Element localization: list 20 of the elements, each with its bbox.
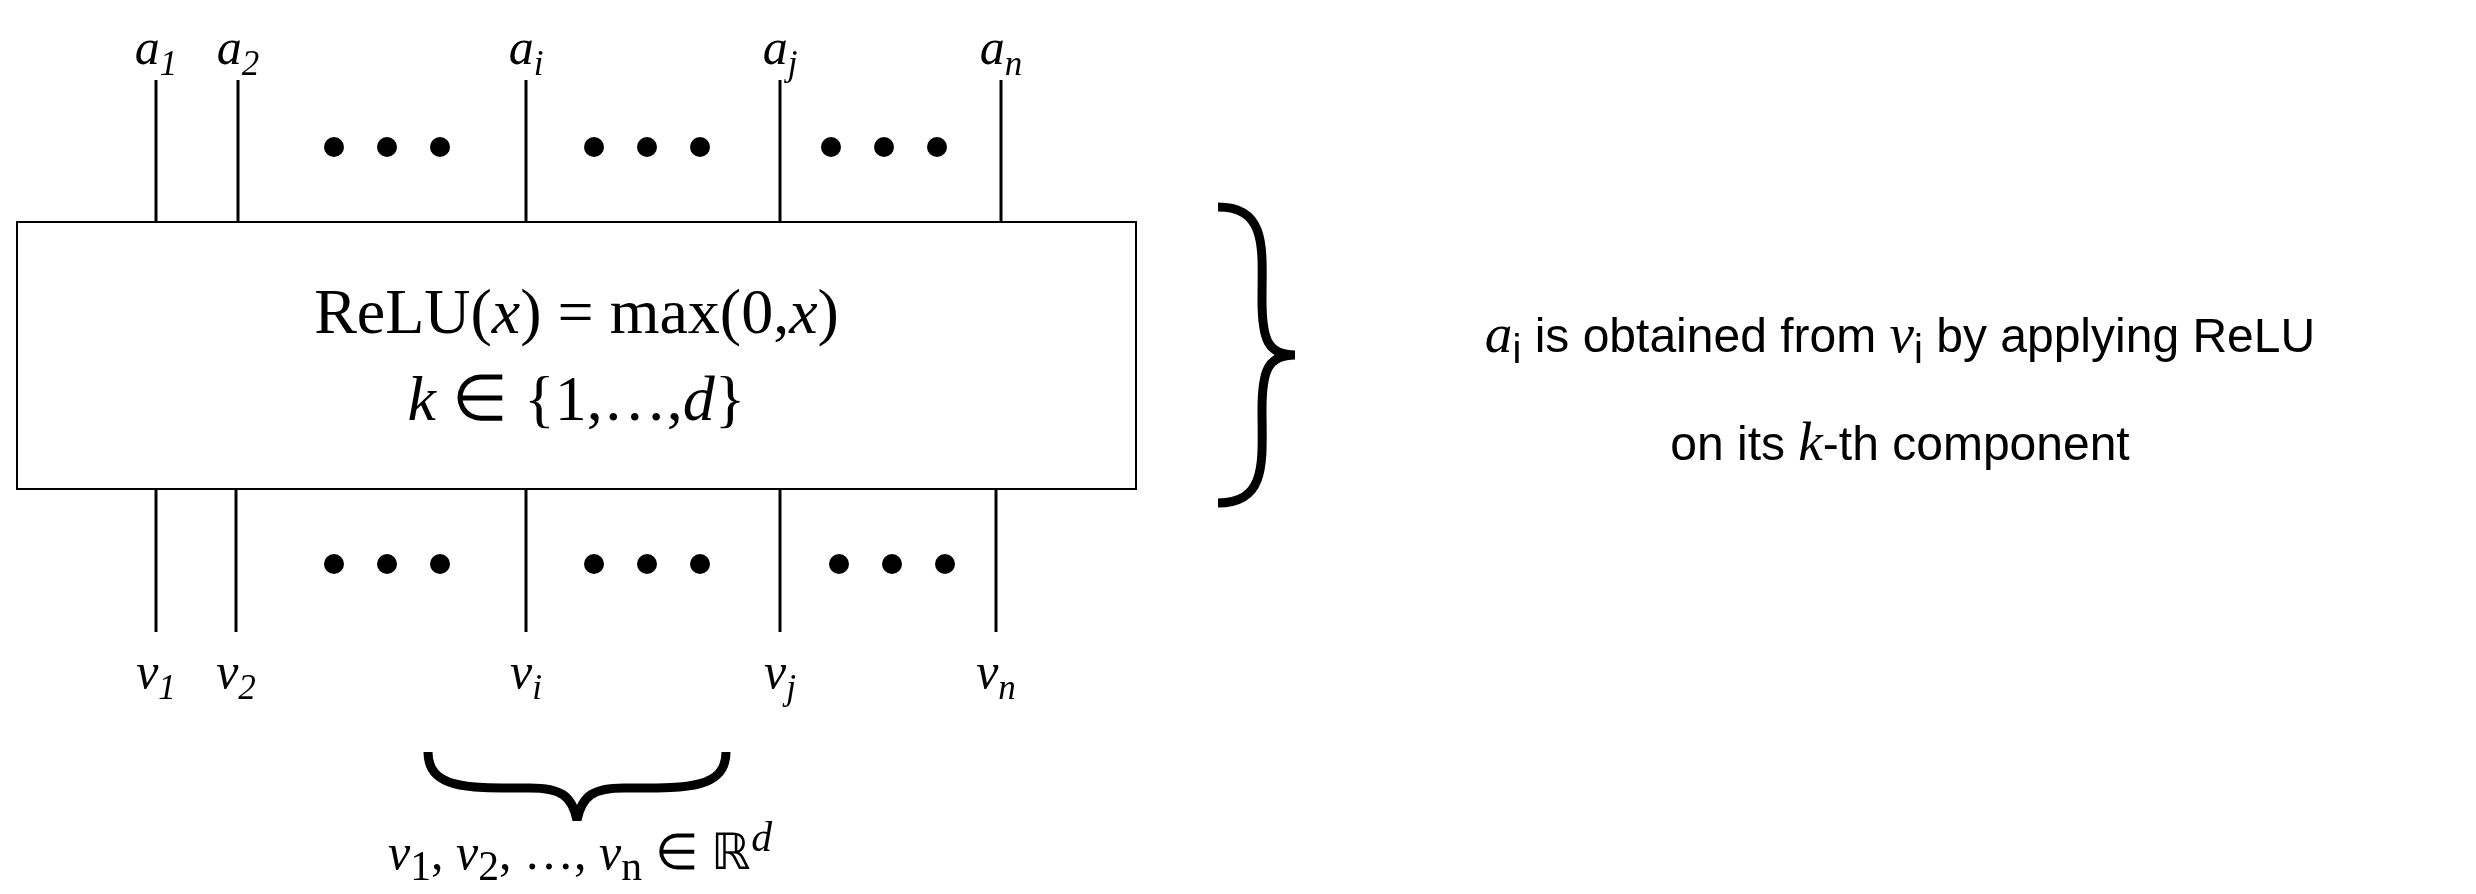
variable-label: v$_{i}$ bbox=[476, 632, 576, 708]
formula-text: ReLU(x) = max(0,x) bbox=[314, 277, 839, 348]
connector-line bbox=[154, 490, 158, 632]
connector-line bbox=[778, 80, 782, 221]
connector-line bbox=[524, 80, 528, 221]
note-text: a$_{i}$ is obtained from v$_{i}$ by applying ReLU on its k-th component bbox=[1483, 302, 2317, 474]
function-box bbox=[16, 221, 1137, 490]
connector-line bbox=[234, 490, 238, 632]
variable-label: a$_{n}$ bbox=[951, 8, 1051, 80]
connector-line bbox=[236, 80, 240, 221]
connector-line bbox=[524, 490, 528, 632]
connector-line bbox=[994, 490, 998, 632]
variable-label: v$_{n}$ bbox=[946, 632, 1046, 708]
set-label: v$_{1}$, v$_{2}$, …, v$_{n}$ ∈ ℝ$^{d}$ bbox=[387, 822, 773, 882]
variable-label: a$_{i}$ bbox=[476, 8, 576, 80]
variable-label: v$_{j}$ bbox=[730, 632, 830, 708]
connector-line bbox=[154, 80, 158, 221]
connector-line bbox=[999, 80, 1003, 221]
connector-line bbox=[778, 490, 782, 632]
formula-text: k ∈ {1,…,d} bbox=[407, 363, 746, 434]
